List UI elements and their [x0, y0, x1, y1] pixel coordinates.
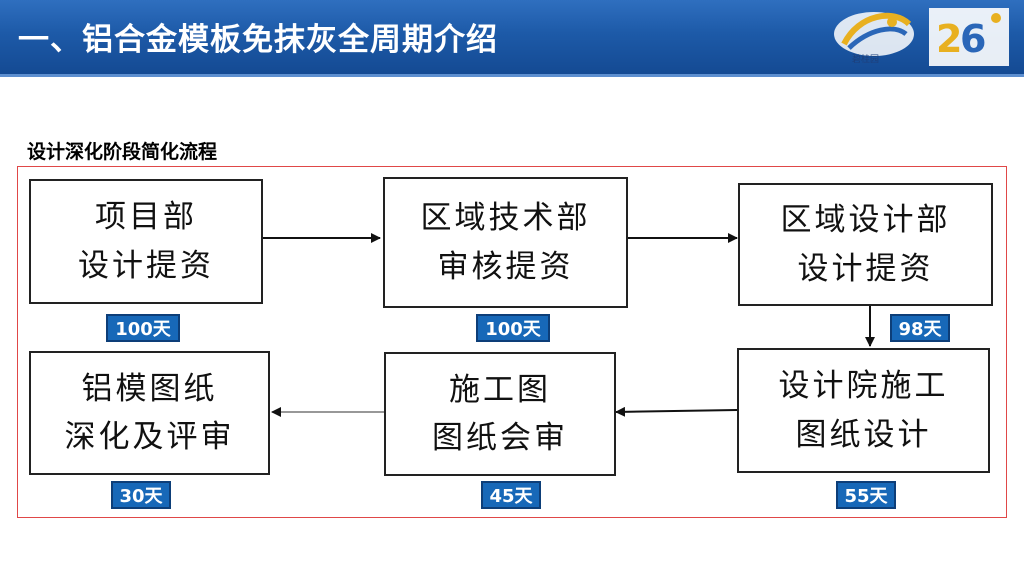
page-title: 一、铝合金模板免抹灰全周期介绍: [18, 22, 498, 58]
step-line2: 图纸设计: [795, 416, 932, 453]
duration-badge: 100天: [106, 314, 180, 342]
section-subtitle: 设计深化阶段简化流程: [27, 141, 218, 163]
step-line2: 审核提资: [437, 248, 574, 285]
step-line1: 项目部: [95, 199, 197, 236]
step-box-design-institute: 设计院施工 图纸设计: [737, 348, 990, 473]
step-line2: 设计提资: [797, 250, 934, 287]
step-line1: 区域技术部: [420, 200, 591, 237]
step-box-regional-tech-dept: 区域技术部 审核提资: [383, 177, 628, 308]
duration-badge: 98天: [890, 314, 950, 342]
step-box-aluminum-formwork: 铝模图纸 深化及评审: [29, 351, 270, 475]
step-box-drawing-review: 施工图 图纸会审: [384, 352, 616, 476]
logo-label: 碧桂园: [852, 55, 880, 65]
title-bar: 一、铝合金模板免抹灰全周期介绍 2 6 碧桂园: [0, 0, 1024, 77]
company-logo-icon: 2 6: [834, 8, 1009, 66]
duration-badge: 30天: [111, 481, 171, 509]
step-line1: 区域设计部: [780, 202, 951, 239]
svg-text:6: 6: [960, 17, 986, 61]
step-line2: 设计提资: [78, 247, 214, 284]
flow-frame: [17, 166, 1007, 518]
step-box-project-dept: 项目部 设计提资: [29, 179, 263, 304]
step-line2: 图纸会审: [432, 420, 568, 456]
step-line1: 设计院施工: [778, 368, 949, 405]
svg-text:2: 2: [936, 17, 962, 61]
logo-area: 2 6 碧桂园: [814, 4, 1014, 70]
step-line1: 铝模图纸: [81, 370, 218, 407]
step-line2: 深化及评审: [64, 419, 235, 455]
step-box-regional-design-dept: 区域设计部 设计提资: [738, 183, 993, 306]
duration-badge: 55天: [836, 481, 896, 509]
duration-badge: 100天: [476, 314, 550, 342]
duration-badge: 45天: [481, 481, 541, 509]
step-line1: 施工图: [449, 371, 551, 408]
